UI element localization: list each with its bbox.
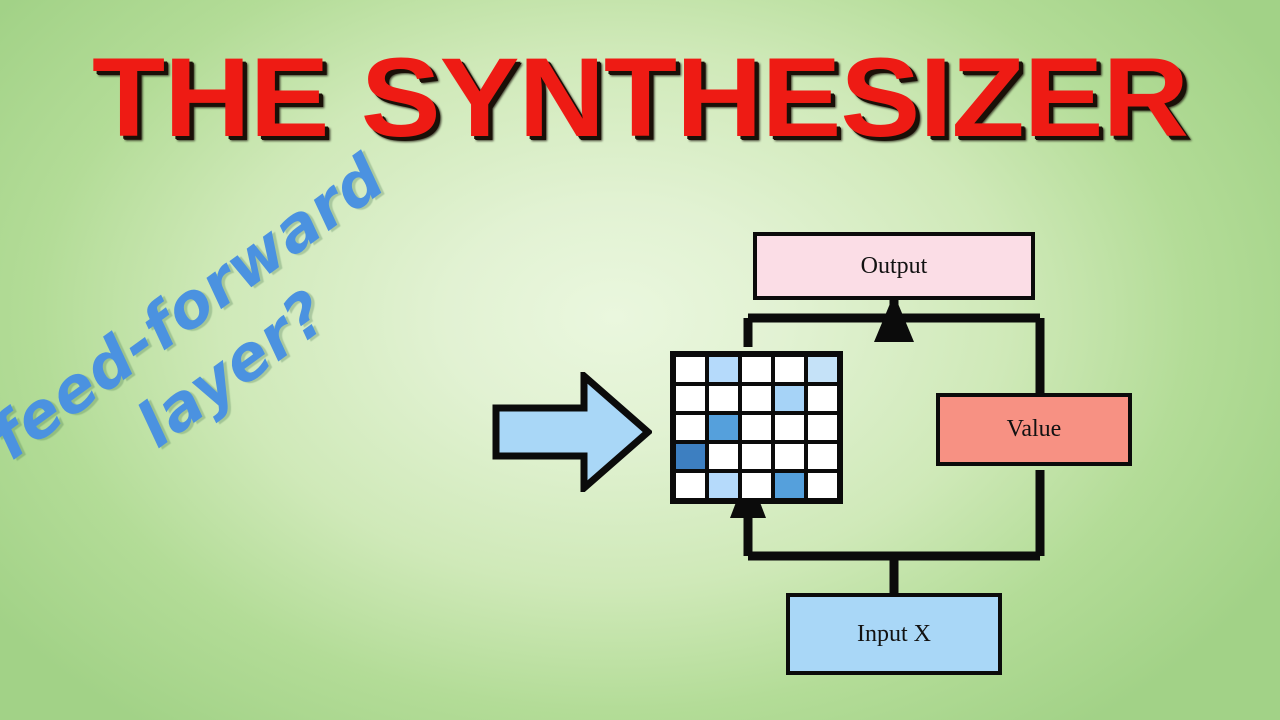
matrix-cell xyxy=(806,355,839,384)
annotation-line-1: feed-forward xyxy=(0,140,398,474)
node-input-label: Input X xyxy=(857,620,931,647)
matrix-cell xyxy=(773,384,806,413)
matrix-cell xyxy=(773,442,806,471)
matrix-cell xyxy=(674,355,707,384)
big-right-arrow-icon xyxy=(492,372,652,492)
annotation-line-2: layer? xyxy=(122,275,341,462)
matrix-cell xyxy=(773,471,806,500)
matrix-cell xyxy=(773,413,806,442)
matrix-cell xyxy=(707,442,740,471)
matrix-cell xyxy=(707,355,740,384)
matrix-cell xyxy=(773,355,806,384)
matrix-cell xyxy=(674,413,707,442)
attention-matrix[interactable] xyxy=(670,351,843,504)
matrix-cell xyxy=(740,471,773,500)
node-value-label: Value xyxy=(1006,416,1062,442)
matrix-cell xyxy=(740,355,773,384)
matrix-cell xyxy=(707,471,740,500)
matrix-cell xyxy=(674,384,707,413)
matrix-cell xyxy=(740,384,773,413)
page-title: THE SYNTHESIZER xyxy=(92,35,1189,160)
matrix-cell xyxy=(707,384,740,413)
matrix-cell xyxy=(806,384,839,413)
matrix-cell xyxy=(740,442,773,471)
node-input[interactable]: Input X xyxy=(786,593,1002,675)
matrix-cell xyxy=(674,471,707,500)
handwritten-annotation: feed-forward layer? xyxy=(0,139,567,707)
matrix-cell xyxy=(674,442,707,471)
node-output[interactable]: Output xyxy=(753,232,1035,300)
node-value[interactable]: Value xyxy=(936,393,1132,466)
synthesizer-diagram: Output Value Input X xyxy=(640,218,1200,698)
matrix-cell xyxy=(806,442,839,471)
matrix-cell xyxy=(806,413,839,442)
matrix-cell xyxy=(740,413,773,442)
matrix-cell xyxy=(707,413,740,442)
matrix-cell xyxy=(806,471,839,500)
node-output-label: Output xyxy=(860,252,928,279)
